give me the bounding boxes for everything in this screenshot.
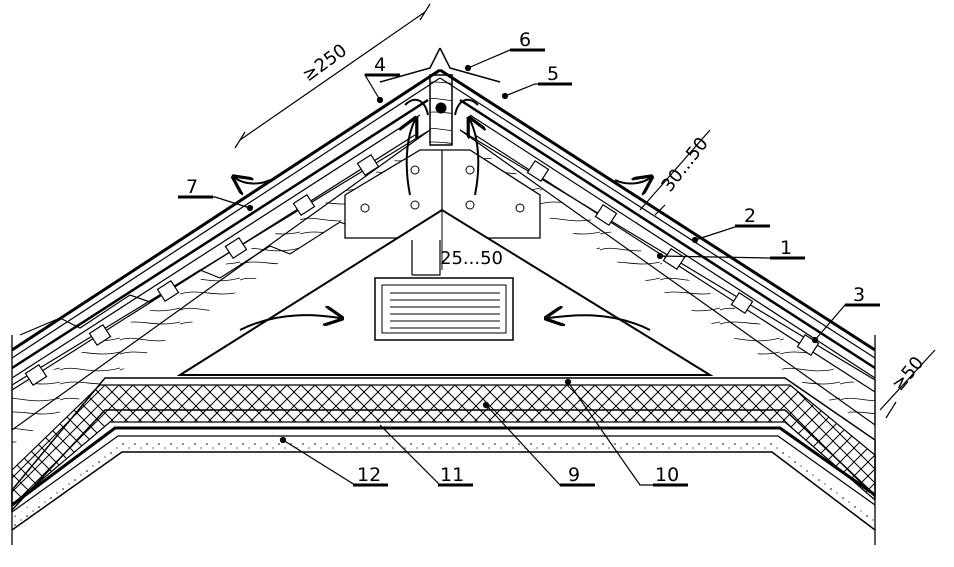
callout-3: 3 bbox=[853, 284, 865, 306]
dimension-overlap: ≥250 bbox=[299, 40, 351, 86]
callout-10: 10 bbox=[655, 464, 679, 486]
roof-covering-left bbox=[11, 68, 441, 391]
dimension-vent-gap: 25...50 bbox=[440, 248, 503, 269]
callout-6: 6 bbox=[519, 29, 531, 51]
callout-12: 12 bbox=[357, 464, 381, 486]
ceiling-layers bbox=[11, 377, 876, 531]
callout-9: 9 bbox=[568, 464, 580, 486]
battens bbox=[24, 153, 820, 387]
airflow-arrows bbox=[235, 120, 650, 331]
callout-5: 5 bbox=[547, 63, 559, 85]
callout-1: 1 bbox=[780, 237, 792, 259]
callout-11: 11 bbox=[440, 464, 464, 486]
callout-underlines bbox=[178, 48, 880, 487]
dimension-lines bbox=[234, 3, 936, 419]
dimension-eave-gap: ≥50 bbox=[888, 353, 929, 396]
callout-4: 4 bbox=[374, 54, 386, 76]
callout-7: 7 bbox=[186, 176, 198, 198]
callout-labels: 6 5 4 7 2 1 3 9 10 11 12 bbox=[186, 29, 865, 486]
ridge-assembly bbox=[344, 47, 541, 239]
ventilation-grille bbox=[374, 277, 514, 341]
dimension-batten-gap: 30...50 bbox=[657, 134, 712, 197]
callout-2: 2 bbox=[744, 205, 756, 227]
